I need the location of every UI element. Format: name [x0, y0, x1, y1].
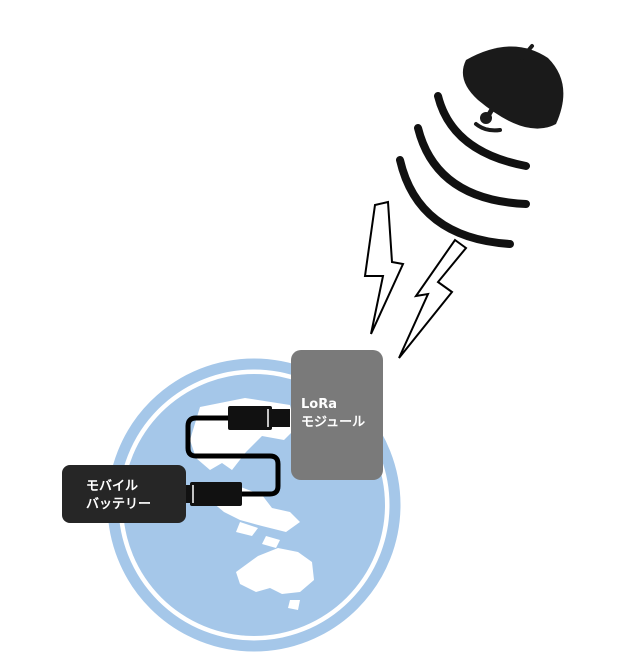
- continent-tasmania: [288, 600, 300, 610]
- lora-module-box: [291, 350, 383, 480]
- signal-waves-icon: [396, 92, 530, 248]
- lightning-bolt-icon: [363, 200, 405, 335]
- lora-module-line1: LoRa: [301, 397, 337, 412]
- continent-islands: [236, 522, 280, 548]
- lightning-bolt-icon: [398, 238, 468, 359]
- satellite-dish-icon: [462, 44, 564, 133]
- continent-australia: [236, 548, 314, 594]
- mobile-battery-line1: モバイル: [86, 479, 139, 494]
- mobile-battery-box: [62, 465, 186, 523]
- mobile-battery-line2: バッテリー: [86, 497, 152, 512]
- lora-module-label: LoRa モジュール: [301, 396, 365, 432]
- mobile-battery-label: モバイル バッテリー: [86, 478, 151, 514]
- lora-module-line2: モジュール: [301, 415, 366, 430]
- usb-cable-icon: [180, 406, 290, 506]
